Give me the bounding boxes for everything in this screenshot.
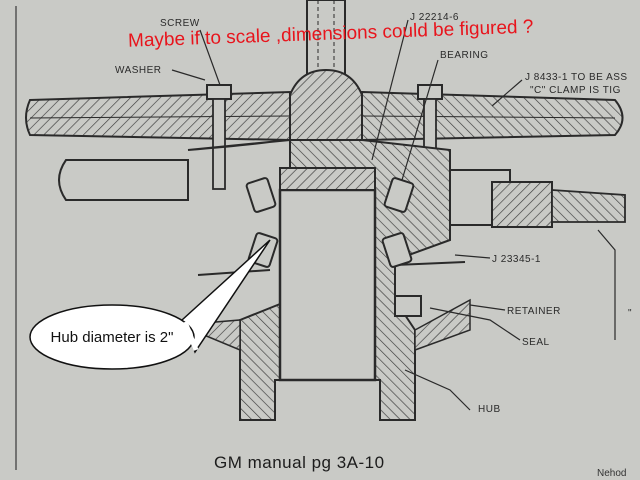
left-side-bar	[58, 159, 189, 201]
label-bearing: BEARING	[440, 50, 489, 61]
label-j23345: J 23345-1	[492, 254, 541, 265]
label-screw: SCREW	[160, 18, 200, 29]
hub-bore	[278, 188, 377, 382]
label-j8433-line2: "C" CLAMP IS TIG	[530, 85, 621, 96]
label-j22214: J 22214-6	[410, 12, 459, 23]
watermark: Nehod	[597, 468, 626, 479]
label-seal: SEAL	[522, 337, 550, 348]
label-retainer: RETAINER	[507, 306, 561, 317]
label-hub: HUB	[478, 404, 501, 415]
seal-ring	[394, 295, 422, 317]
adapter-plate	[279, 167, 376, 191]
arm-bolts	[206, 84, 443, 190]
leader-lines	[171, 19, 616, 411]
callout-text: Hub diameter is 2"	[51, 329, 174, 346]
label-j8433-line1: J 8433-1 TO BE ASS	[525, 72, 628, 83]
caption: GM manual pg 3A-10	[214, 453, 385, 472]
label-edge-mark: "	[628, 308, 632, 319]
hub-assembly	[179, 138, 471, 421]
right-threaded-shaft	[449, 169, 626, 228]
label-washer: WASHER	[115, 65, 162, 76]
top-nut	[283, 68, 369, 141]
hub-diameter-callout: Hub diameter is 2"	[29, 239, 271, 370]
